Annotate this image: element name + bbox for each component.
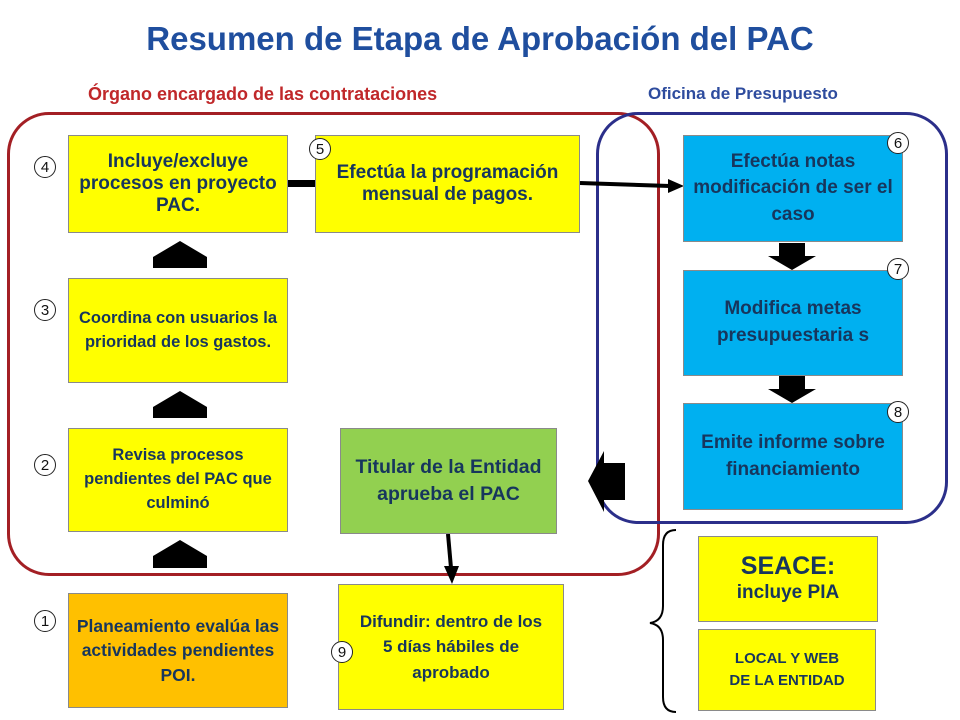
step-number-4: 4 bbox=[34, 156, 56, 178]
step-number-6: 6 bbox=[887, 132, 909, 154]
step-number-9: 9 bbox=[331, 641, 353, 663]
oficina-group bbox=[596, 112, 948, 524]
up-arrow-1-2 bbox=[153, 540, 207, 568]
step-4-text: Incluye/excluye procesos en proyecto PAC… bbox=[79, 151, 277, 216]
curly-brace bbox=[649, 529, 677, 713]
step-number-3: 3 bbox=[34, 299, 56, 321]
seace-text: incluye PIA bbox=[736, 582, 840, 604]
down-arrow-7-8 bbox=[768, 376, 816, 403]
step-1-box: Planeamiento evalúa las actividades pend… bbox=[68, 593, 288, 708]
step-7-text: Modifica metas presupuestaria s bbox=[716, 298, 870, 346]
step-2-text: Revisa procesos pendientes del PAC que c… bbox=[84, 446, 272, 512]
step-number-1: 1 bbox=[34, 610, 56, 632]
up-arrow-3-4 bbox=[153, 241, 207, 268]
approval-text: Titular de la Entidad aprueba el PAC bbox=[355, 455, 542, 505]
step-3-box: Coordina con usuarios la prioridad de lo… bbox=[68, 278, 288, 383]
step-9-text: Difundir: dentro de los 5 días hábiles d… bbox=[359, 611, 543, 682]
step-number-2: 2 bbox=[34, 454, 56, 476]
seace-heading: SEACE: bbox=[740, 552, 836, 581]
step-6-text: Efectúa notas modificación de ser el cas… bbox=[693, 150, 893, 225]
up-arrow-2-3 bbox=[153, 391, 207, 418]
step-8-box: Emite informe sobre financiamiento bbox=[683, 403, 903, 510]
local-box: LOCAL Y WEB DE LA ENTIDAD bbox=[698, 629, 876, 711]
left-arrow-8-titular bbox=[588, 451, 625, 512]
step-number-7: 7 bbox=[887, 258, 909, 280]
step-7-box: Modifica metas presupuestaria s bbox=[683, 270, 903, 376]
step-number-5: 5 bbox=[309, 138, 331, 160]
page-title: Resumen de Etapa de Aprobación del PAC bbox=[146, 20, 814, 57]
step-2-box: Revisa procesos pendientes del PAC que c… bbox=[68, 428, 288, 532]
down-arrow-6-7 bbox=[768, 243, 816, 270]
organo-label: Órgano encargado de las contrataciones bbox=[88, 84, 438, 104]
step-4-box: Incluye/excluye procesos en proyecto PAC… bbox=[68, 135, 288, 233]
arrow-titular-9-head bbox=[444, 566, 459, 584]
step-3-text: Coordina con usuarios la prioridad de lo… bbox=[78, 308, 278, 351]
organo-group bbox=[7, 112, 660, 576]
local-text: LOCAL Y WEB DE LA ENTIDAD bbox=[729, 650, 845, 689]
step-5-text: Efectúa la programación mensual de pagos… bbox=[336, 162, 559, 205]
oficina-label: Oficina de Presupuesto bbox=[648, 84, 838, 103]
step-5-box: Efectúa la programación mensual de pagos… bbox=[315, 135, 580, 233]
arrow-titular-9-line bbox=[446, 533, 453, 569]
arrow-5-6-line bbox=[579, 181, 671, 188]
seace-box: SEACE: incluye PIA bbox=[698, 536, 878, 622]
step-9-box: Difundir: dentro de los 5 días hábiles d… bbox=[338, 584, 564, 710]
step-8-text: Emite informe sobre financiamiento bbox=[701, 431, 885, 480]
step-6-box: Efectúa notas modificación de ser el cas… bbox=[683, 135, 903, 242]
step-1-text: Planeamiento evalúa las actividades pend… bbox=[76, 615, 280, 685]
connector-4-5 bbox=[288, 180, 315, 187]
arrow-5-6-head bbox=[668, 179, 684, 193]
approval-box: Titular de la Entidad aprueba el PAC bbox=[340, 428, 557, 534]
step-number-8: 8 bbox=[887, 401, 909, 423]
